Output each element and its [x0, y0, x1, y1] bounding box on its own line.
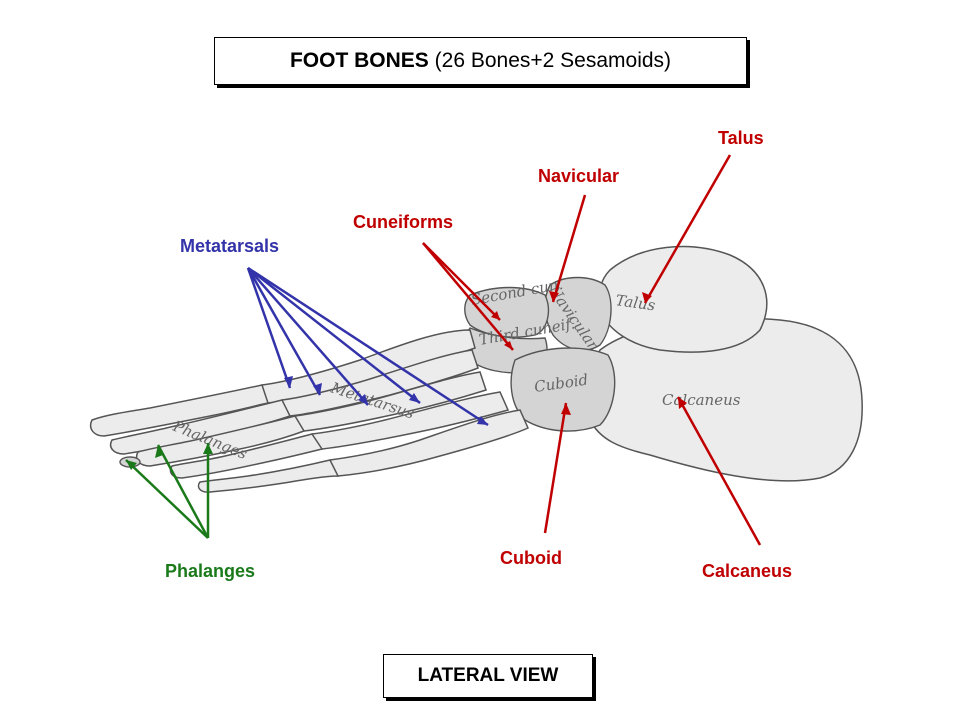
red-arrowheads: [491, 291, 687, 415]
pointer-cuneiforms-b: [422, 242, 514, 351]
arrowhead-cuboid: [561, 403, 571, 415]
arrowhead-cuneiforms-a: [491, 311, 500, 320]
label-talus: Talus: [718, 128, 764, 148]
arrowhead-talus: [642, 292, 652, 303]
pointer-navicular: [551, 194, 587, 303]
arrowhead-calcaneus: [678, 397, 687, 409]
label-phalanges: Phalanges: [165, 561, 256, 581]
green-arrowheads: [126, 443, 213, 470]
arrowhead-cuneiforms-b: [504, 341, 513, 350]
page-title: FOOT BONES (26 Bones+2 Sesamoids): [289, 49, 672, 72]
title-box: FOOT BONES (26 Bones+2 Sesamoids): [214, 37, 747, 85]
label-cuneiforms: Cuneiforms: [353, 212, 454, 232]
label-cuboid: Cuboid: [500, 548, 562, 568]
pointer-calcaneus: [676, 396, 762, 546]
arrowhead-navicular: [549, 291, 559, 302]
label-metatarsals: Metatarsals: [180, 236, 280, 256]
blue-pointer-lines: [246, 266, 489, 427]
phalanx-bone-1: [89, 384, 269, 437]
green-pointer-lines: [125, 443, 210, 539]
blue-arrowheads: [284, 376, 488, 425]
pointer-cuneiforms-a: [422, 242, 501, 321]
view-label-box: LATERAL VIEW: [383, 654, 593, 698]
phalanx-bone-5: [197, 459, 340, 493]
red-pointer-lines: [422, 154, 762, 546]
bone-text-calcaneus: Calcaneus: [662, 391, 741, 409]
label-navicular: Navicular: [538, 166, 620, 186]
cuboid-bone: [510, 347, 616, 432]
pointer-cuboid: [543, 402, 568, 534]
label-calcaneus: Calcaneus: [702, 561, 793, 581]
second-cuneiform-bone: [464, 286, 550, 338]
pointer-talus: [643, 154, 732, 304]
view-label: LATERAL VIEW: [417, 665, 559, 686]
